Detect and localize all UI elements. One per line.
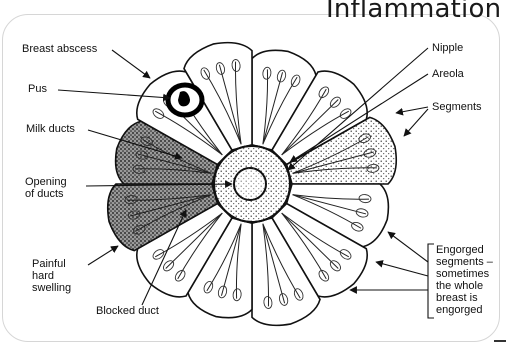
label-engorged-segments: Engorged segments – sometimes the whole … (436, 244, 493, 316)
label-milk-ducts: Milk ducts (26, 123, 75, 135)
leader-engorged-2 (376, 262, 428, 276)
label-opening-of-ducts: Opening of ducts (25, 176, 67, 200)
label-segments: Segments (432, 101, 482, 113)
leader-engorged-1 (388, 232, 428, 262)
label-blocked-duct: Blocked duct (96, 305, 159, 317)
engorged-bracket (428, 244, 434, 318)
label-nipple: Nipple (432, 42, 463, 54)
leader-painful-swelling (88, 246, 118, 265)
leader-breast-abscess (112, 50, 150, 78)
label-areola: Areola (432, 68, 464, 80)
label-pus: Pus (28, 83, 47, 95)
label-breast-abscess: Breast abscess (22, 43, 97, 55)
label-painful-hard-swelling: Painful hard swelling (32, 258, 71, 294)
nipple-texture (234, 168, 266, 200)
leader-segments-2 (404, 109, 428, 136)
leader-segments-1 (396, 107, 428, 113)
